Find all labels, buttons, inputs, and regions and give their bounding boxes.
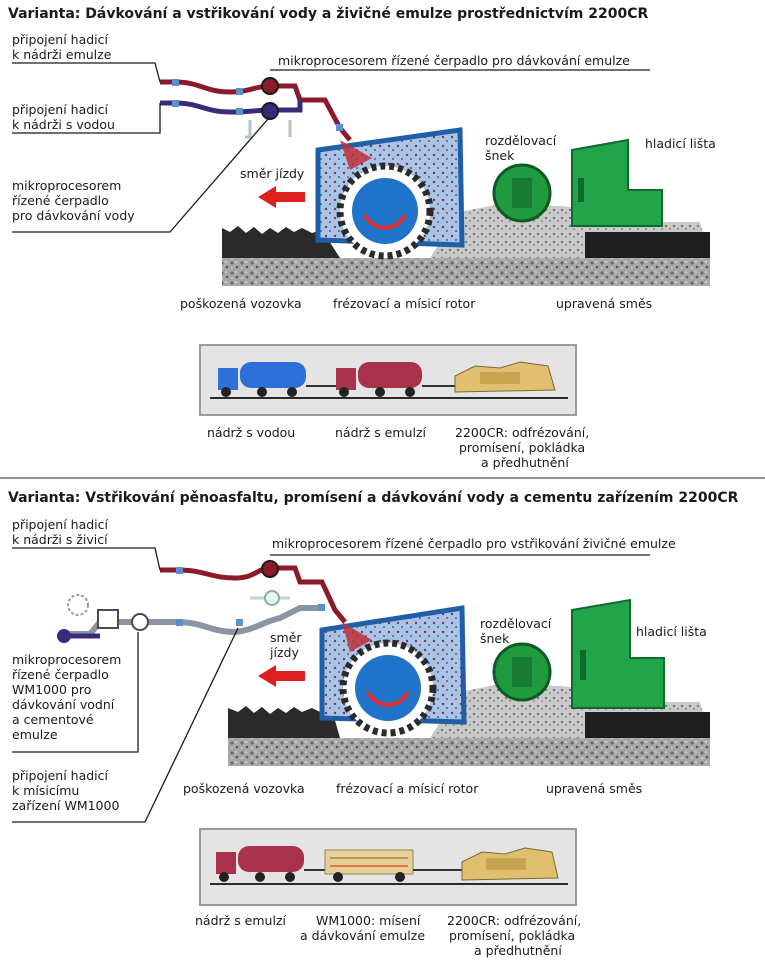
section1-title: Varianta: Dávkování a vstřikování vody a… [8,6,649,22]
label-pump-wm-1: mikroprocesorem [12,652,122,667]
label-hose-bitumen-2: k nádrži s živicí [12,532,108,547]
label-hose-bitumen-1: připojení hadicí [12,517,108,532]
label-auger-2b: šnek [480,631,510,646]
label-train2-machine-a: 2200CR: odfrézování, [447,913,582,928]
label-hose-mixer-1: připojení hadicí [12,768,108,783]
label-hose-water-1: připojení hadicí [12,102,108,117]
label-rotor-1: frézovací a mísicí rotor [333,296,476,311]
label-auger-2a: rozdělovací [480,616,552,631]
label-direction-1: směr jízdy [240,166,305,181]
label-pump-wm-5: a cementové [12,712,94,727]
label-rotor-2: frézovací a mísicí rotor [336,781,479,796]
finished-layer-1 [585,232,710,258]
emulsion-tanker-tank [358,362,422,388]
leader-pump-wm [12,632,139,753]
train-panel-2 [199,828,577,906]
damaged-asphalt-2 [228,706,340,738]
wm1000-unit [324,849,414,875]
label-pump-wm-6: emulze [12,727,58,742]
label-damaged-road-1: poškozená vozovka [180,296,302,311]
label-pump-wm-2: řízené čerpadlo [12,667,109,682]
emulsion-pump-1 [261,77,279,95]
label-hose-emulsion-1: připojení hadicí [12,32,108,47]
section1-drawing [12,62,710,286]
section2-title: Varianta: Vstřikování pěnoasfaltu, promí… [8,490,739,506]
label-hose-mixer-3: zařízení WM1000 [12,798,120,813]
emulsion-tanker-cab-2 [216,852,236,874]
label-direction-2a: směr [270,630,302,645]
label-train2-wm2: a dávkování emulze [300,928,426,943]
label-auger-1a: rozdělovací [485,133,557,148]
label-mix-2: upravená směs [546,781,643,796]
label-screed-2: hladicí lišta [636,624,707,639]
road-base-2 [228,738,710,766]
finished-layer-2 [585,712,710,738]
emulsion-tanker-cab [336,368,356,390]
label-mix-1: upravená směs [556,296,653,311]
wm-mixer-unit [97,609,119,629]
label-train2-wm1: WM1000: mísení [316,913,421,928]
label-hose-water-2: k nádrži s vodou [12,117,115,132]
water-tanker-cab [218,368,238,390]
label-train-machine-1a: 2200CR: odfrézování, [455,425,590,440]
leader-hose-bitumen [12,547,161,571]
label-train-machine-1c: a předhutnění [481,455,569,470]
screed-2 [571,598,665,709]
label-pump-water-3: pro dávkování vody [12,208,135,223]
label-pump-wm-3: WM1000 pro [12,682,92,697]
leader-hose-mixer [12,627,239,823]
damaged-asphalt-1 [222,226,340,258]
cement-dosing-icon [67,594,89,616]
label-direction-2b: jízdy [270,645,299,660]
label-screed-1: hladicí lišta [645,136,716,151]
water-pump-1 [261,102,279,120]
label-pump-emulsion: mikroprocesorem řízené čerpadlo pro dávk… [278,53,630,68]
leader-hose-emulsion [12,62,161,83]
label-pump-water-1: mikroprocesorem [12,178,122,193]
label-train-water: nádrž s vodou [207,425,296,440]
direction-arrow-2 [258,665,305,687]
spray-cone-2 [342,622,372,652]
water-cement-pipe-2 [60,605,322,637]
label-train2-machine-c: a předhutnění [474,943,562,958]
leader-pump-water [12,118,269,233]
section2-drawing [12,547,710,823]
label-train-machine-1b: promísení, pokládka [459,440,586,455]
label-hose-emulsion-2: k nádrži emulze [12,47,112,62]
label-hose-mixer-2: k mísicímu [12,783,80,798]
label-pump-wm-4: dávkování vodní [12,697,115,712]
label-auger-1b: šnek [485,148,515,163]
label-pump-water-2: řízené čerpadlo [12,193,109,208]
road-base-1 [222,258,710,286]
bitumen-pipe-2 [160,565,347,624]
label-train-emulsion: nádrž s emulzí [335,425,426,440]
label-train2-emulsion: nádrž s emulzí [195,913,286,928]
leader-hose-water [12,103,161,134]
spray-cone-1 [340,140,372,170]
bitumen-pump-2 [261,560,279,578]
wm-pump [131,613,149,631]
emulsion-tanker-tank-2 [238,846,304,872]
label-train2-machine-b: promísení, pokládka [449,928,576,943]
label-damaged-road-2: poškozená vozovka [183,781,305,796]
direction-arrow-1 [258,186,305,208]
label-pump-bitumen: mikroprocesorem řízené čerpadlo pro vstř… [272,536,676,551]
water-pipe-1 [160,100,303,115]
screed-1 [571,138,663,227]
train-panel-1 [199,344,577,416]
water-tanker-tank [240,362,306,388]
